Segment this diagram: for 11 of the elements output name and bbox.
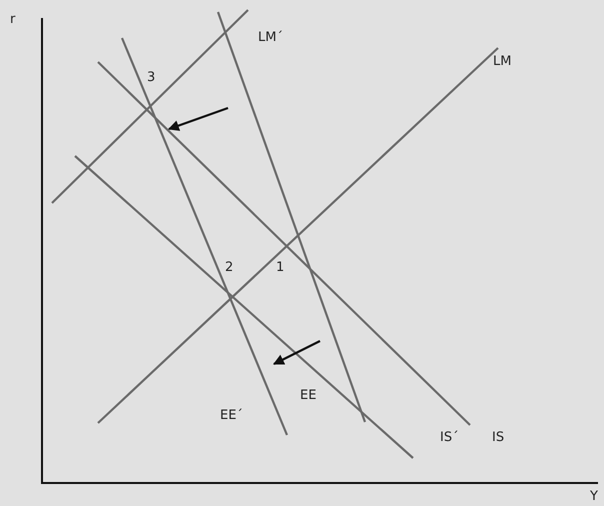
curve-label: LM bbox=[493, 54, 512, 69]
axis-label: r bbox=[10, 12, 16, 27]
axis-label: Y bbox=[590, 489, 598, 504]
curve-label: EE bbox=[300, 388, 316, 403]
curve-label: LM´ bbox=[258, 30, 283, 45]
curve-label: IS bbox=[492, 430, 504, 445]
curve-label: EE´ bbox=[220, 408, 243, 423]
curve-label: IS´ bbox=[440, 430, 459, 445]
point-label: 3 bbox=[147, 70, 156, 85]
point-label: 1 bbox=[276, 260, 284, 275]
point-label: 2 bbox=[225, 260, 234, 275]
